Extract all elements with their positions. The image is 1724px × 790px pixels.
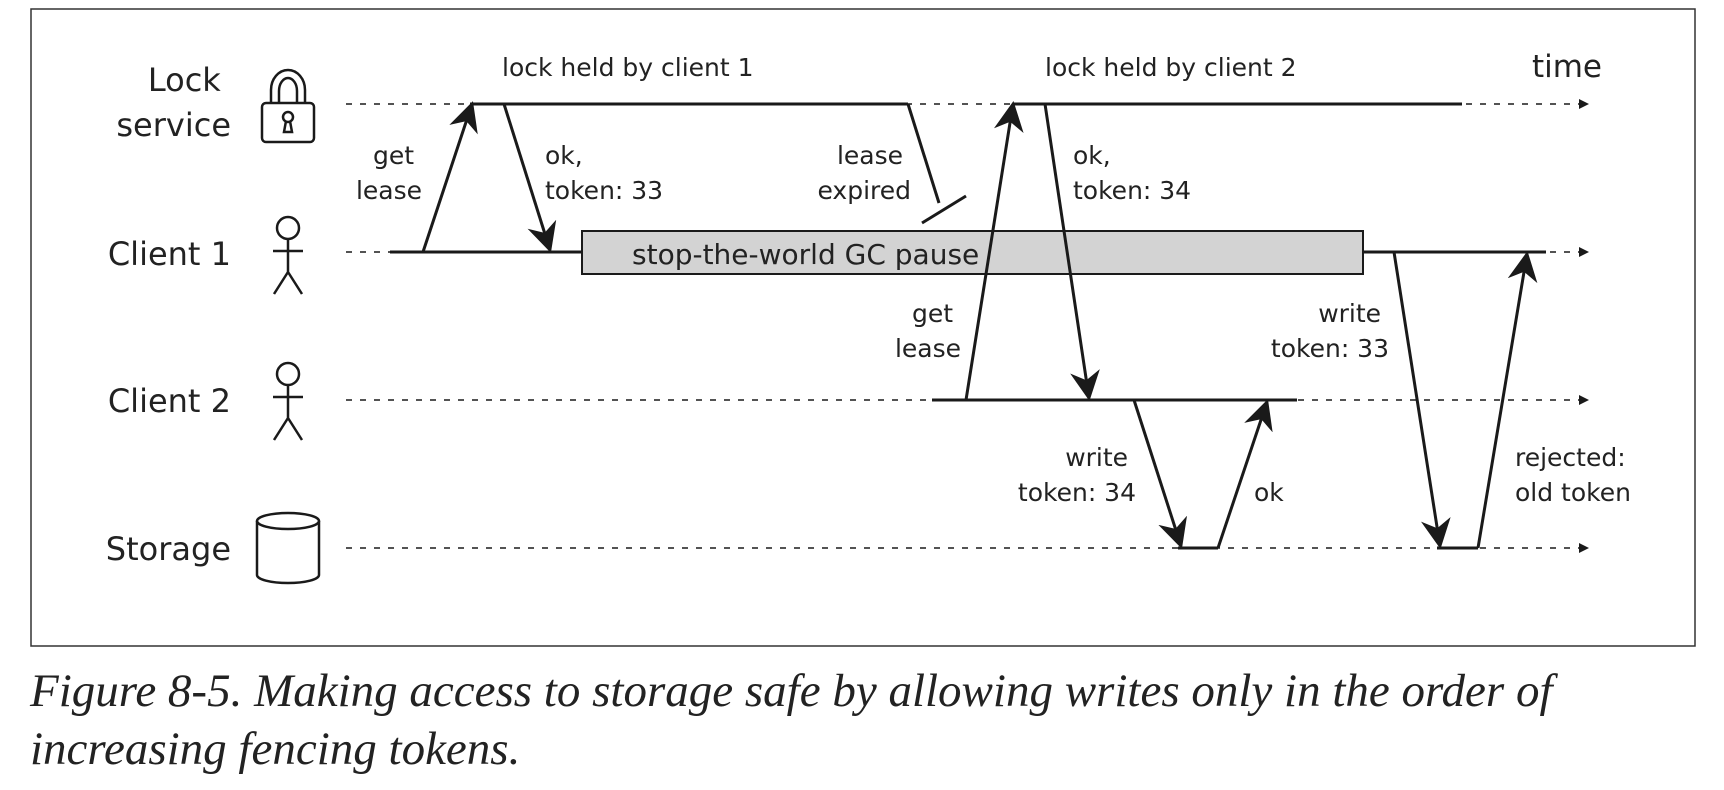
- gc-pause-box: [581, 230, 1364, 275]
- client-1-ok-token-33-arrow: [502, 103, 557, 253]
- lease-expired-line: [906, 103, 941, 204]
- lock-held-client-1-label: lock held by client 1: [502, 53, 754, 82]
- storage-ok-arrow: [1216, 399, 1273, 549]
- timelines: [346, 99, 1589, 553]
- client-1-get-lease-label: get lease: [356, 141, 422, 205]
- client-2-get-lease-arrow: [964, 101, 1024, 401]
- lane-label-client-1: Client 1: [108, 235, 231, 273]
- stick-figure-icon: [272, 215, 304, 295]
- storage-ok-label: ok: [1254, 478, 1284, 507]
- lane-label-storage: Storage: [106, 530, 231, 568]
- gc-pause-label: stop-the-world GC pause: [632, 238, 979, 271]
- database-cylinder-icon: [255, 511, 321, 585]
- message-arrows: [421, 101, 1538, 549]
- client-2-get-lease-label: get lease: [895, 299, 961, 363]
- lane-label-client-2: Client 2: [108, 382, 231, 420]
- client-1-write-token-33-arrow: [1392, 251, 1451, 549]
- rejected-old-token-arrow: [1476, 251, 1538, 549]
- stick-figure-icon: [272, 361, 304, 441]
- lease-expired-label: lease expired: [817, 141, 911, 205]
- client-2-ok-token-34-label: ok, token: 34: [1073, 141, 1191, 205]
- client-2-ok-token-34-arrow: [1043, 103, 1100, 401]
- lock-held-client-2-label: lock held by client 2: [1045, 53, 1297, 82]
- time-label: time: [1532, 49, 1602, 85]
- client-1-ok-token-33-label: ok, token: 33: [545, 141, 663, 205]
- lane-label-lock-service: Lock service: [116, 61, 231, 144]
- lease-expired-cross: [921, 194, 967, 225]
- client-2-write-token-34-arrow: [1132, 399, 1188, 549]
- figure-caption: Figure 8-5. Making access to storage saf…: [30, 665, 1553, 775]
- client-1-write-token-33-label: write token: 33: [1271, 299, 1389, 363]
- diagram-frame: [30, 8, 1696, 647]
- client-1-get-lease-arrow: [421, 101, 478, 253]
- rejected-old-token-label: rejected: old token: [1515, 443, 1634, 507]
- padlock-icon: [260, 68, 316, 144]
- client-2-write-token-34-label: write token: 34: [1018, 443, 1136, 507]
